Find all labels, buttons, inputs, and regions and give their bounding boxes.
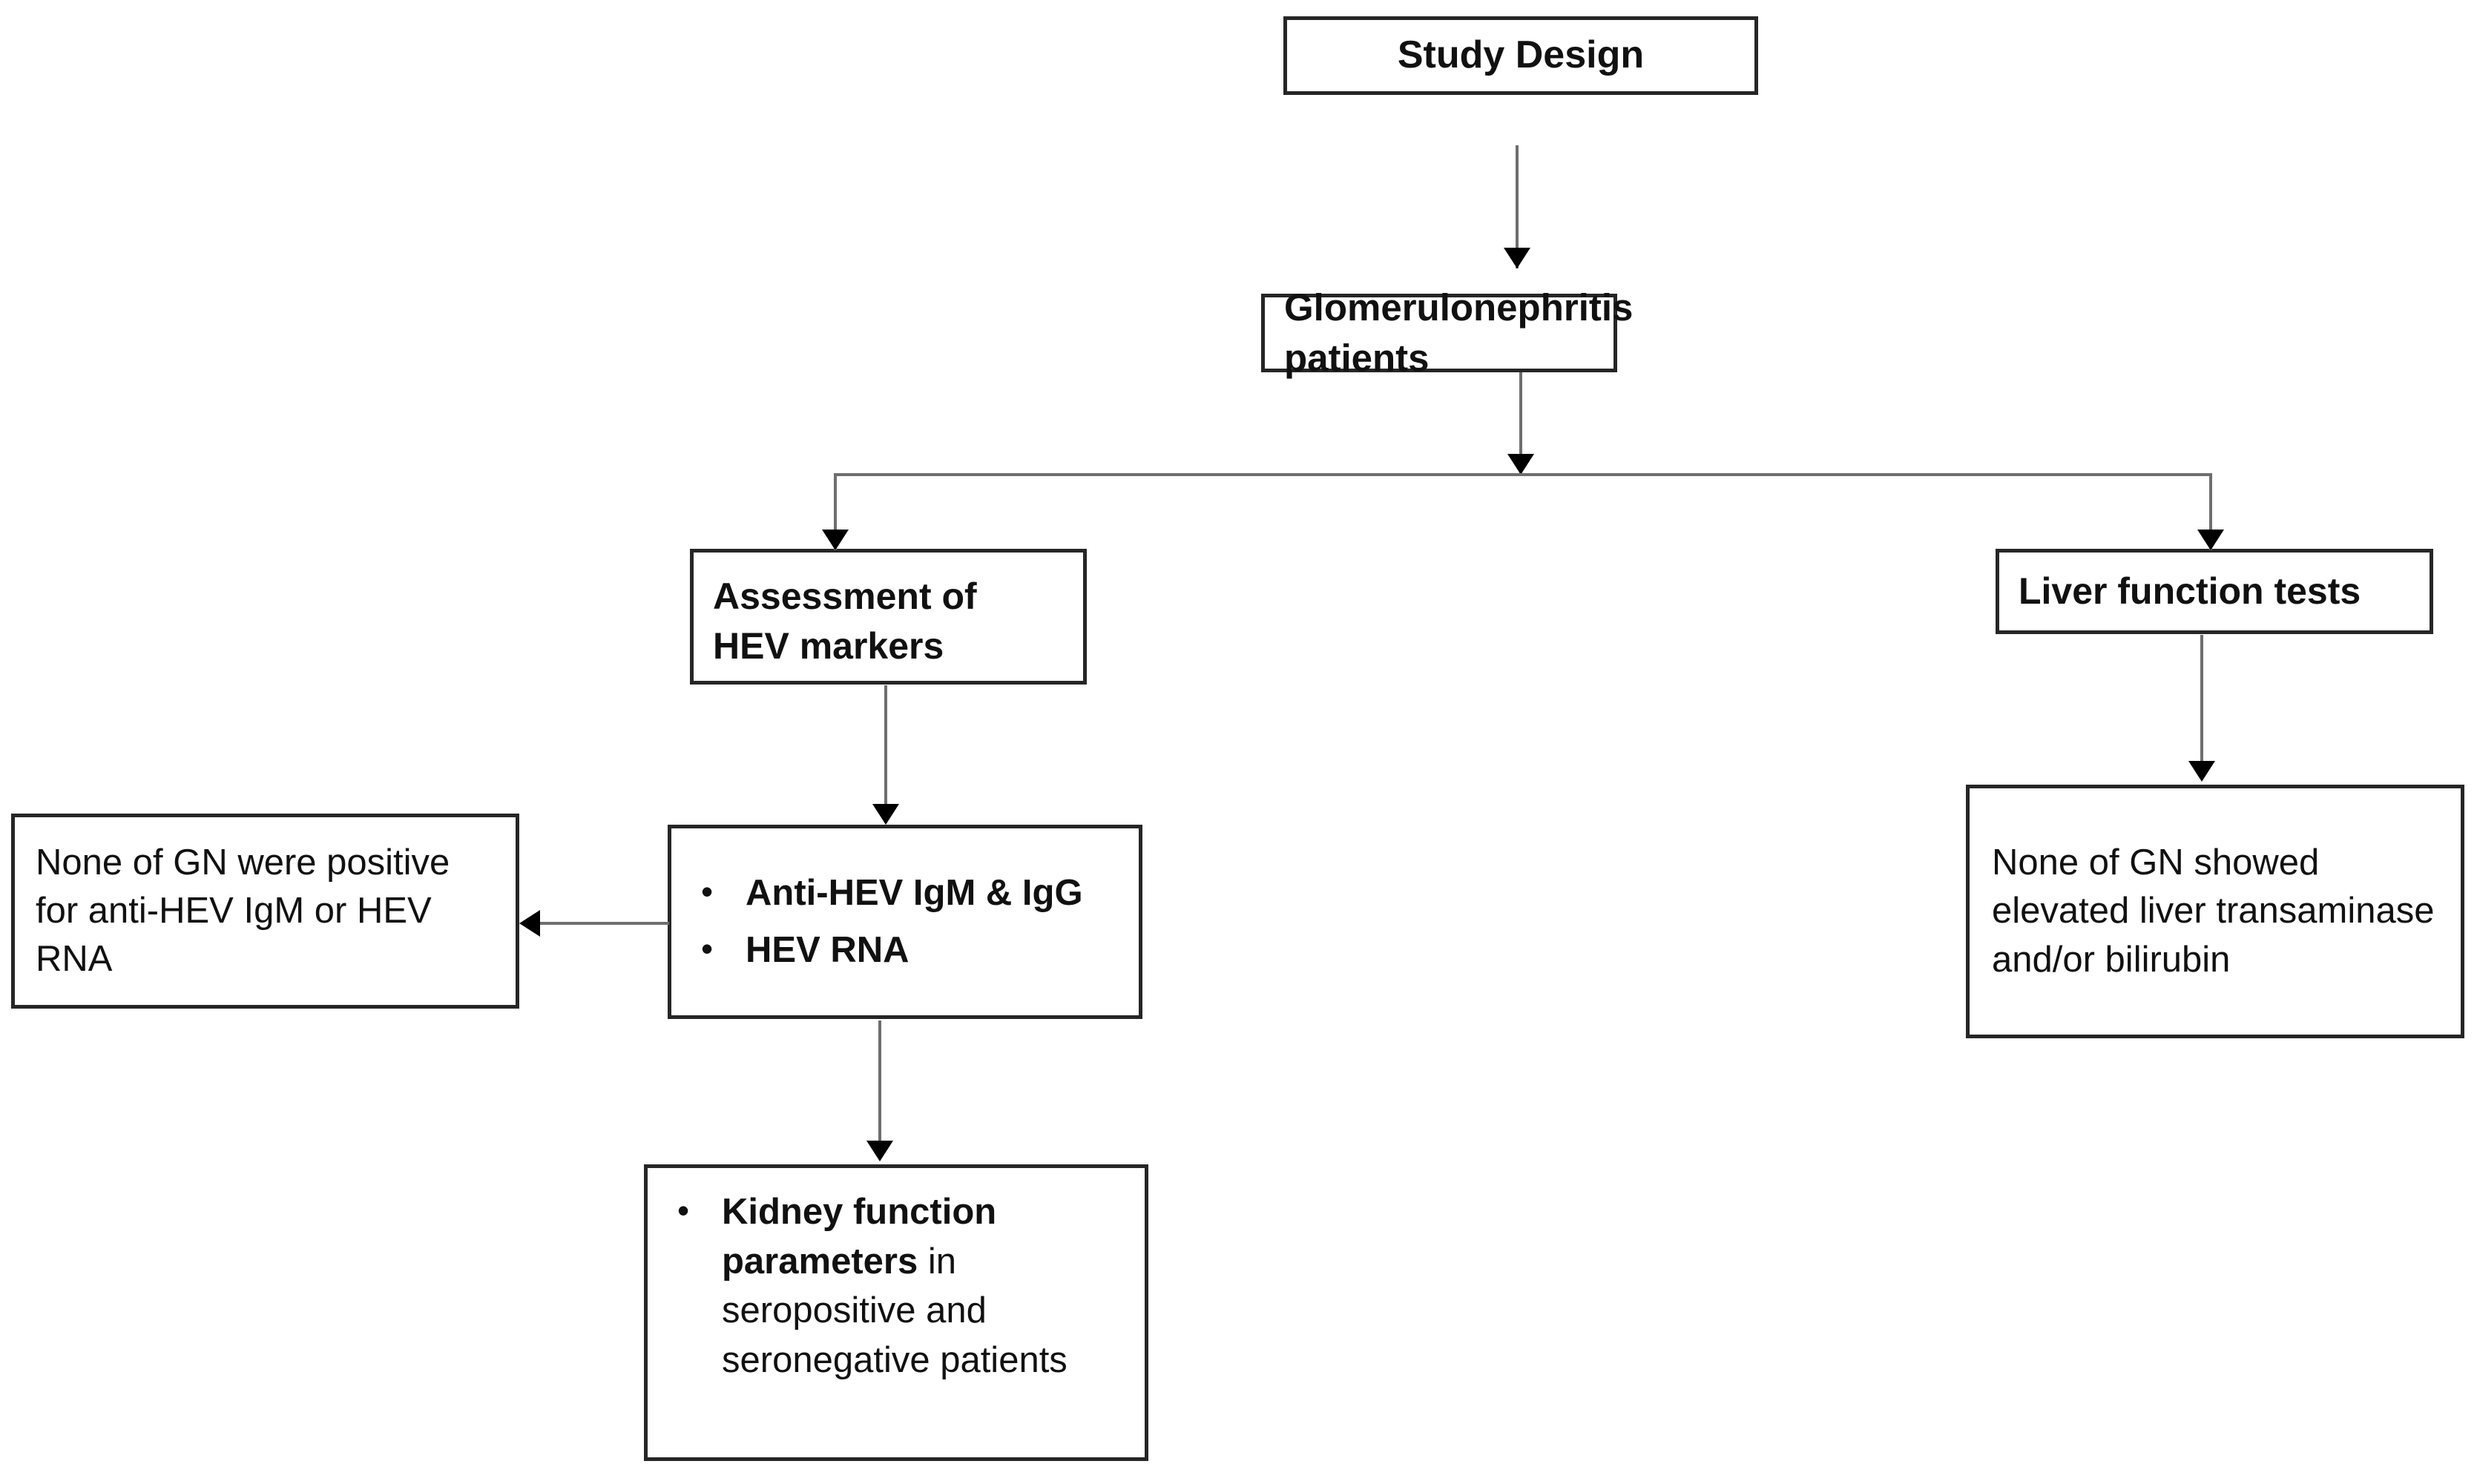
arrowhead-icon <box>2197 530 2224 550</box>
node-liver-function-tests-label: Liver function tests <box>2019 570 2361 613</box>
node-study-design-label: Study Design <box>1397 33 1645 77</box>
arrowhead-icon <box>1507 454 1534 475</box>
node-assessment-of-hev-markers: Assessment of HEV markers <box>690 549 1087 685</box>
list-item: • HEV RNA <box>682 926 1128 975</box>
hev-marker-bullet-list: • Anti-HEV IgM & IgG • HEV RNA <box>682 868 1128 975</box>
bullet-icon: • <box>701 872 714 911</box>
node-glomerulonephritis-patients: Glomerulonephritis patients <box>1261 286 1633 379</box>
node-none-gn-elevated-liver-label: None of GN showed elevated liver transam… <box>1992 842 2435 980</box>
kidney-bullet-list: • Kidney function parameters in seroposi… <box>658 1187 1134 1385</box>
arrowhead-icon <box>519 910 540 937</box>
kidney-function-bold-part: Kidney function parameters <box>722 1192 997 1282</box>
arrowhead-icon <box>872 804 899 825</box>
connector-gn-to-split <box>1519 372 1522 475</box>
bullet-icon: • <box>677 1191 690 1230</box>
connector-split-bus <box>835 473 2212 476</box>
kidney-function-text: Kidney function parameters in seropositi… <box>722 1187 1134 1385</box>
connector-split-to-liver <box>2209 473 2212 550</box>
arrowhead-icon <box>866 1141 893 1161</box>
connector-hev-markers-to-none-gn <box>539 922 669 925</box>
node-none-gn-elevated-liver: None of GN showed elevated liver transam… <box>1966 785 2464 1038</box>
hev-marker-item-2: HEV RNA <box>746 930 909 970</box>
node-assessment-of-hev-markers-label: Assessment of HEV markers <box>713 572 1064 670</box>
assessment-line-1: Assessment of <box>713 576 977 617</box>
bullet-icon: • <box>701 929 714 968</box>
arrowhead-icon <box>1504 248 1530 268</box>
node-glomerulonephritis-patients-label: Glomerulonephritis patients <box>1284 286 1634 379</box>
assessment-line-2: HEV markers <box>713 624 944 667</box>
node-liver-function-tests: Liver function tests <box>1996 549 2433 634</box>
list-item: • Anti-HEV IgM & IgG <box>682 868 1128 918</box>
node-none-gn-positive-anti-hev: None of GN were positive for anti-HEV Ig… <box>11 814 519 1009</box>
connector-split-to-assessment <box>834 473 837 550</box>
connector-liver-to-liver-result <box>2200 635 2203 765</box>
arrowhead-icon <box>822 530 849 550</box>
kidney-function-rest-part: in seropositive and seronegative patient… <box>722 1241 1068 1380</box>
node-kidney-function-parameters: • Kidney function parameters in seroposi… <box>644 1164 1148 1461</box>
node-none-gn-positive-anti-hev-label: None of GN were positive for anti-HEV Ig… <box>36 842 450 980</box>
node-hev-marker-tests: • Anti-HEV IgM & IgG • HEV RNA <box>668 825 1142 1019</box>
node-study-design: Study Design <box>1283 16 1758 95</box>
connector-hev-markers-to-kidney <box>878 1020 881 1144</box>
arrowhead-icon <box>2188 761 2215 782</box>
list-item: • Kidney function parameters in seroposi… <box>658 1187 1134 1385</box>
hev-marker-item-1: Anti-HEV IgM & IgG <box>746 873 1083 914</box>
connector-assessment-to-hev-markers <box>884 685 887 807</box>
connector-study-to-gn <box>1516 145 1519 268</box>
